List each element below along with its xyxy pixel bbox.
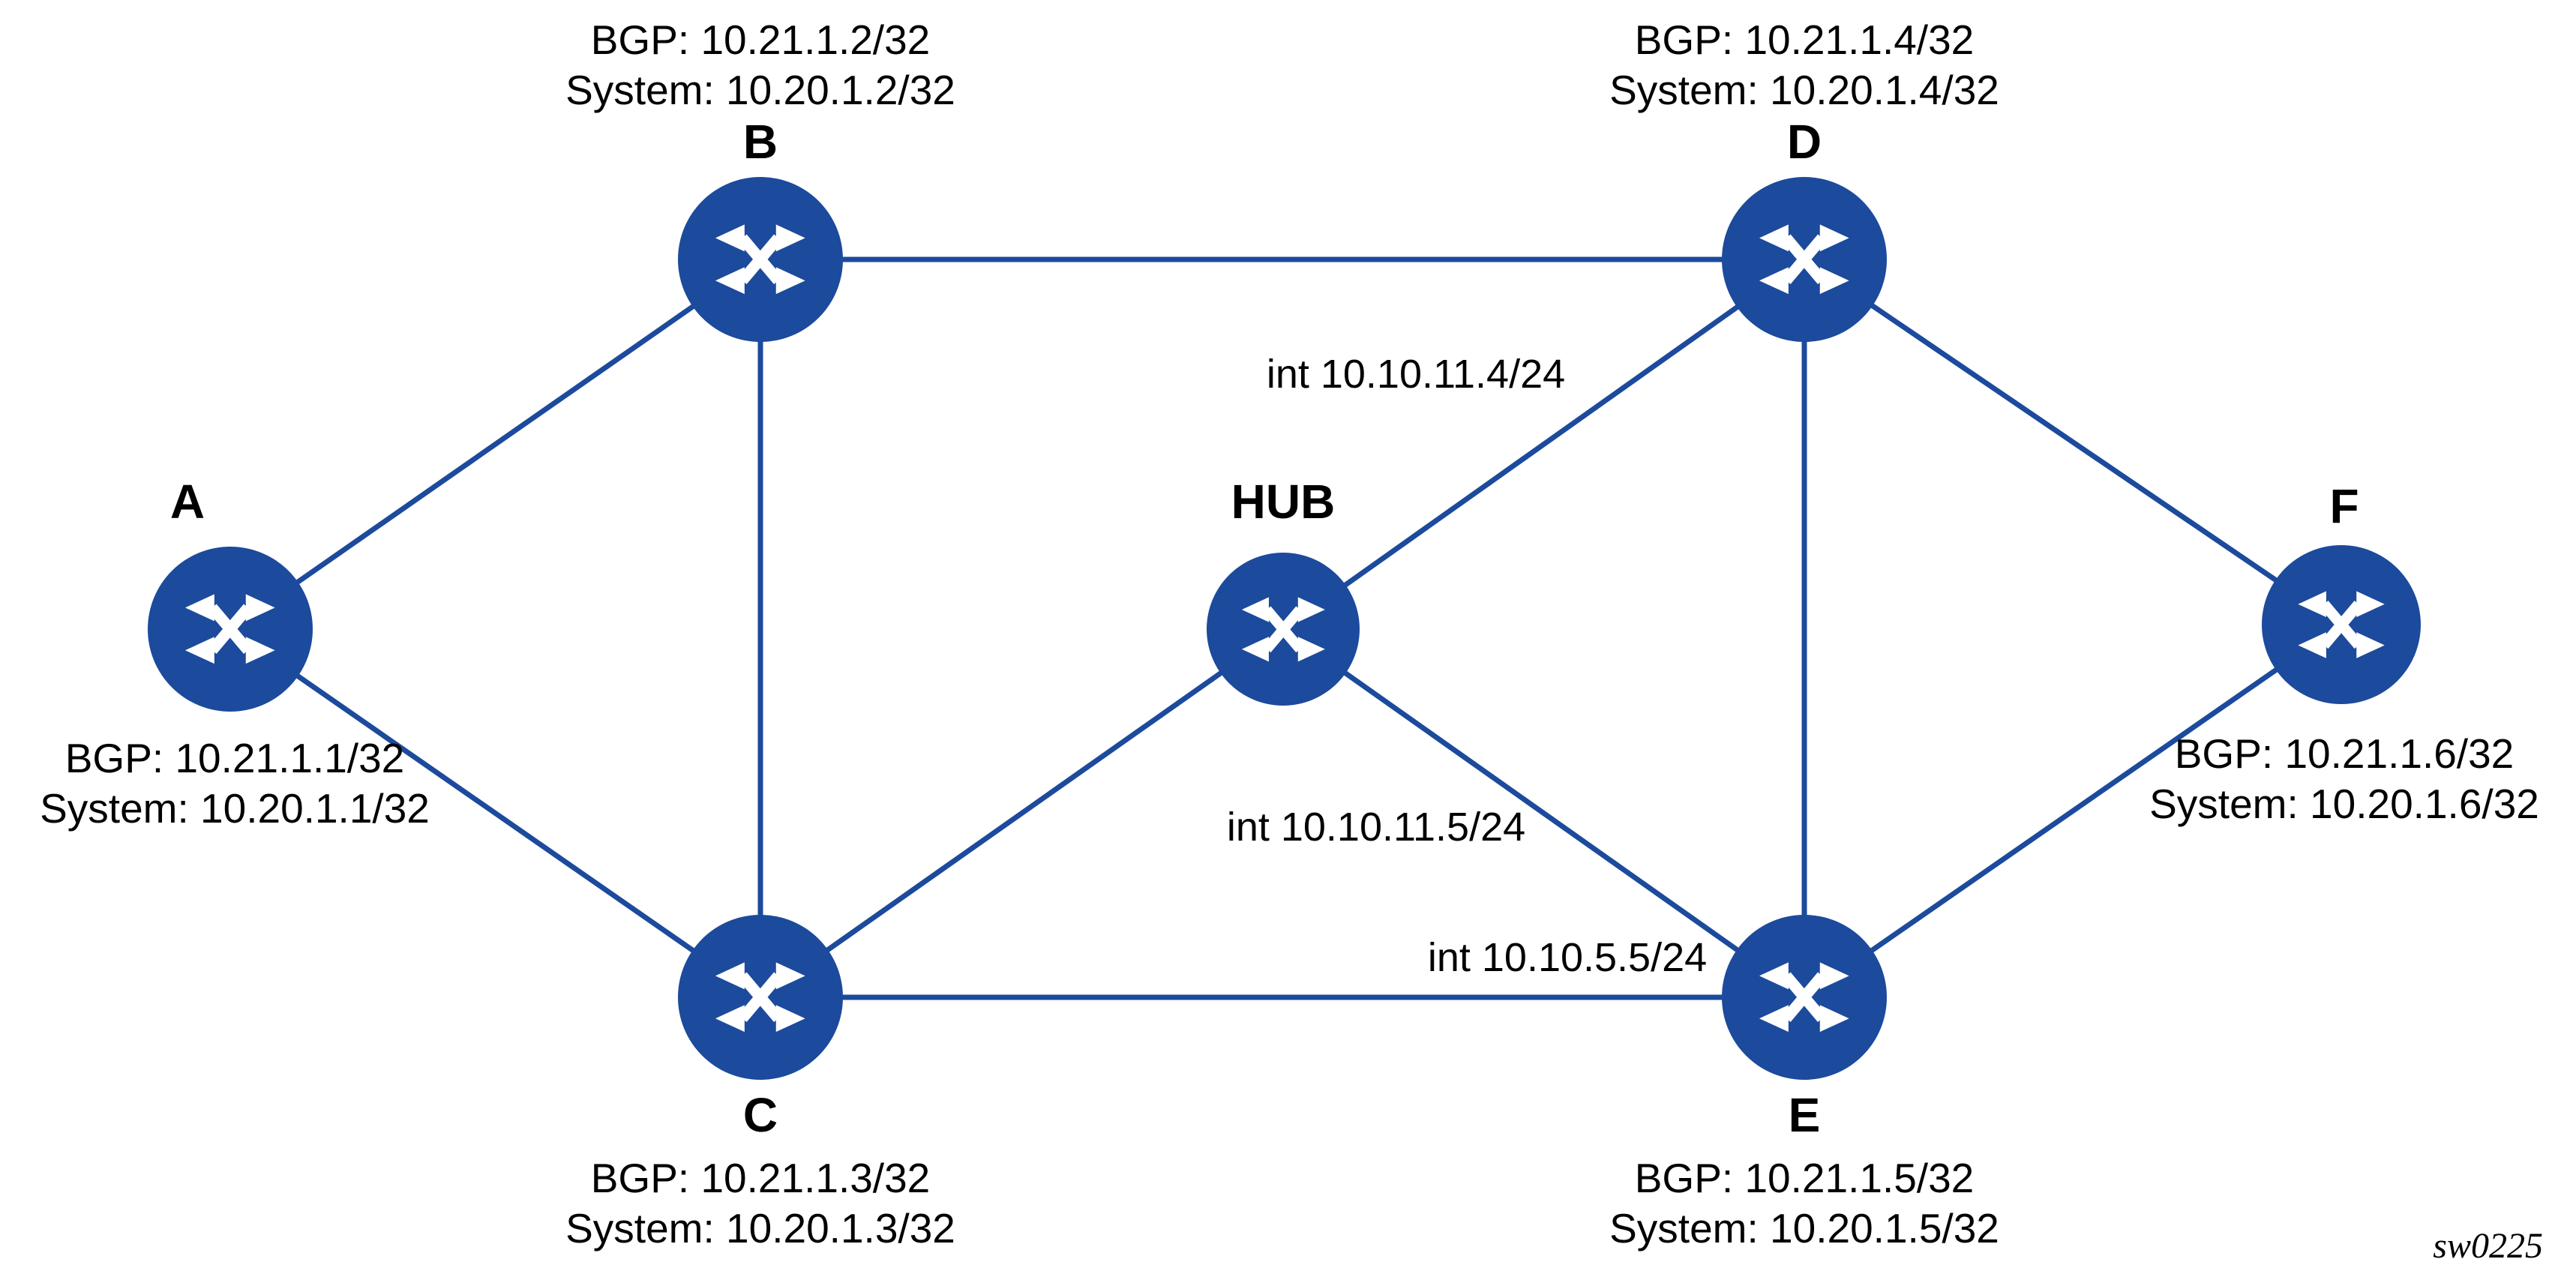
- router-b-addresses: BGP: 10.21.1.2/32 System: 10.20.1.2/32: [565, 15, 955, 115]
- router-f-bgp-address: BGP: 10.21.1.6/32: [2174, 730, 2515, 777]
- link-hub-d: [1281, 257, 1807, 631]
- link-hub-e: [1281, 627, 1807, 1000]
- link-c-hub: [758, 627, 1285, 1000]
- router-hub: [1207, 553, 1360, 706]
- interface-label-c-e: int 10.10.5.5/24: [1427, 935, 1708, 980]
- router-e-system-address: System: 10.20.1.5/32: [1609, 1205, 1999, 1252]
- router-c-label: C: [742, 1088, 778, 1142]
- link-a-b: [228, 257, 763, 631]
- router-e: [1722, 915, 1887, 1080]
- router-e-bgp-address: BGP: 10.21.1.5/32: [1634, 1155, 1975, 1201]
- router-a-addresses: BGP: 10.21.1.1/32 System: 10.20.1.1/32: [40, 733, 430, 834]
- figure-id-watermark: sw0225: [2433, 1226, 2543, 1266]
- router-f-addresses: BGP: 10.21.1.6/32 System: 10.20.1.6/32: [2149, 729, 2539, 829]
- router-f: [2262, 545, 2421, 704]
- router-a-bgp-address: BGP: 10.21.1.1/32: [64, 735, 405, 781]
- router-a: [148, 547, 313, 712]
- router-icon: [1748, 941, 1861, 1054]
- router-b-system-address: System: 10.20.1.2/32: [565, 67, 955, 114]
- interface-label-hub-d: int 10.10.11.4/24: [1266, 352, 1566, 397]
- router-icon: [174, 573, 286, 685]
- router-hub-label: HUB: [1231, 475, 1336, 529]
- router-d: [1722, 177, 1887, 342]
- link-a-c: [229, 627, 762, 1000]
- router-e-addresses: BGP: 10.21.1.5/32 System: 10.20.1.5/32: [1609, 1153, 1999, 1254]
- router-c: [678, 915, 843, 1080]
- router-b-bgp-address: BGP: 10.21.1.2/32: [590, 16, 931, 63]
- router-icon: [704, 203, 817, 316]
- router-b-label: B: [742, 115, 778, 169]
- router-f-label: F: [2329, 479, 2359, 533]
- router-c-addresses: BGP: 10.21.1.3/32 System: 10.20.1.3/32: [565, 1153, 955, 1254]
- router-icon: [1231, 577, 1336, 682]
- router-f-system-address: System: 10.20.1.6/32: [2149, 781, 2539, 828]
- interface-label-hub-e: int 10.10.11.5/24: [1226, 805, 1526, 850]
- router-d-addresses: BGP: 10.21.1.4/32 System: 10.20.1.4/32: [1609, 15, 1999, 115]
- router-a-label: A: [169, 475, 205, 529]
- router-d-system-address: System: 10.20.1.4/32: [1609, 67, 1999, 114]
- router-e-label: E: [1788, 1088, 1821, 1142]
- router-icon: [1748, 203, 1861, 316]
- router-b: [678, 177, 843, 342]
- router-d-label: D: [1786, 115, 1822, 169]
- router-icon: [704, 941, 817, 1054]
- router-a-system-address: System: 10.20.1.1/32: [40, 785, 430, 832]
- link-e-f: [1803, 622, 2343, 1000]
- link-d-f: [1803, 257, 2343, 627]
- router-c-system-address: System: 10.20.1.3/32: [565, 1205, 955, 1252]
- router-d-bgp-address: BGP: 10.21.1.4/32: [1634, 16, 1975, 63]
- router-icon: [2287, 571, 2395, 679]
- router-c-bgp-address: BGP: 10.21.1.3/32: [590, 1155, 931, 1201]
